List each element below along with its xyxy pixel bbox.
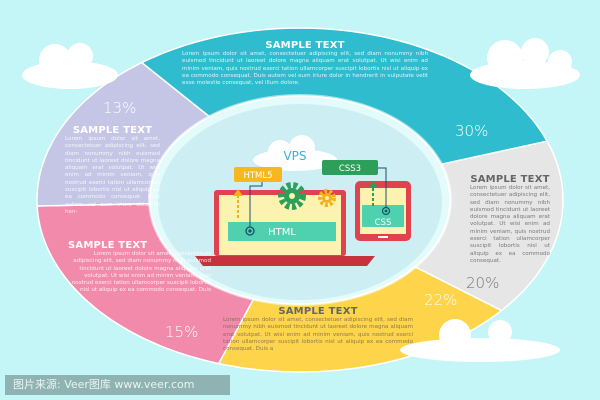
css-label: CSS (375, 218, 392, 228)
cloud-top-left (22, 43, 118, 89)
segment-body: Lorem ipsum dolor sit amet, consectetuer… (223, 317, 413, 353)
css3-label: CSS3 (339, 164, 361, 174)
gear-large-icon (278, 182, 306, 210)
cloud-bottom-right (400, 319, 560, 362)
segment-body: Lorem ipsum dolor sit amet, consectetuer… (182, 51, 428, 87)
laptop-base (195, 256, 375, 266)
css-bar (362, 205, 404, 227)
percent-teal: 30% (455, 122, 489, 140)
percent-gray: 20% (466, 274, 500, 292)
segment-body: Lorem ipsum dolor sit amet, consectetuer… (470, 185, 550, 264)
watermark: 图片来源: Veer图库 www.veer.com (5, 375, 230, 395)
html-bar (228, 222, 336, 241)
percent-lavender: 13% (103, 99, 137, 117)
percent-yellow: 22% (424, 291, 458, 309)
arrow-up-icon (233, 189, 243, 196)
phone: CSS (355, 167, 411, 241)
vps-cloud: VPS (253, 135, 337, 171)
gear-small-icon (318, 189, 336, 207)
segment-pink-text: SAMPLE TEXT Lorem ipsum dolor sit amet, … (68, 240, 211, 295)
html-label: HTML (268, 227, 296, 238)
segment-title: SAMPLE TEXT (68, 240, 148, 251)
html5-tag: HTML5 (234, 167, 282, 182)
segment-gray-text: SAMPLE TEXT Lorem ipsum dolor sit amet, … (470, 174, 550, 265)
laptop: HTML (195, 182, 375, 266)
segment-title: SAMPLE TEXT (72, 125, 153, 136)
arrow-up-icon (368, 181, 378, 188)
cloud-top-right (470, 38, 580, 89)
css3-tag: CSS3 (322, 160, 378, 175)
segment-teal-text: SAMPLE TEXT Lorem ipsum dolor sit amet, … (182, 40, 428, 87)
segment-yellow-text: SAMPLE TEXT Lorem ipsum dolor sit amet, … (223, 306, 413, 353)
segment-title: SAMPLE TEXT (265, 40, 345, 51)
percent-pink: 15% (165, 323, 199, 341)
segment-title: SAMPLE TEXT (278, 306, 358, 317)
html5-label: HTML5 (243, 171, 272, 181)
segment-body: Lorem ipsum dolor sit amet, consectetuer… (71, 251, 211, 294)
segment-lavender-text: SAMPLE TEXT Lorem ipsum dolor sit amet, … (65, 125, 160, 216)
vps-label: VPS (283, 149, 306, 163)
segment-title: SAMPLE TEXT (470, 174, 550, 185)
segment-body: Lorem ipsum dolor sit amet, consectetuer… (65, 136, 160, 215)
